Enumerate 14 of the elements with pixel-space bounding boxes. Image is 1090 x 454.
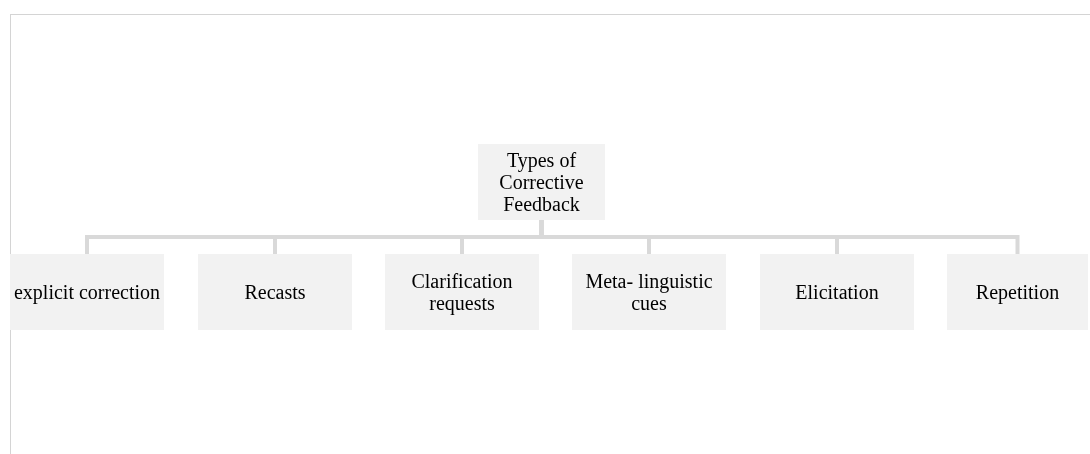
node-label: Clarification requests [410, 270, 514, 314]
node-label: Elicitation [794, 281, 880, 303]
category-box [572, 254, 726, 330]
node-label: Repetition [974, 281, 1061, 303]
root-box [478, 144, 605, 220]
category-box [198, 254, 352, 330]
node-label: explicit correction [12, 281, 161, 303]
node-label: Meta- linguistic cues [584, 270, 714, 314]
category-box [947, 254, 1088, 330]
node-label: Types of Corrective Feedback [498, 149, 585, 215]
category-box [10, 254, 164, 330]
category-box [385, 254, 539, 330]
node-label: Recasts [243, 281, 307, 303]
category-box [760, 254, 914, 330]
